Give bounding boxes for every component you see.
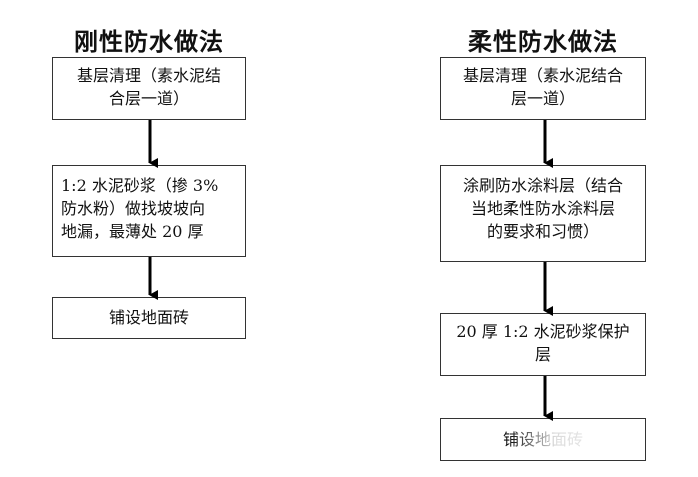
right-step-3: 20 厚 1:2 水泥砂浆保护 层 [440, 313, 646, 376]
right-step-2-line-2: 当地柔性防水涂料层 [470, 199, 615, 218]
left-step-1: 基层清理（素水泥结 合层一道） [52, 57, 246, 120]
left-step-2-line-2: 防水粉）做找坡坡向 [61, 199, 206, 218]
left-step-2-line-1: 1:2 水泥砂浆（掺 3% [61, 176, 219, 195]
left-step-3: 铺设地面砖 [52, 297, 246, 339]
right-step-2-line-3: 的要求和习惯） [486, 222, 599, 241]
left-step-2: 1:2 水泥砂浆（掺 3% 防水粉）做找坡坡向 地漏，最薄处 20 厚 [52, 165, 246, 257]
right-step-1-line-2: 层一道） [510, 89, 575, 108]
right-step-3-line-2: 层 [534, 345, 551, 364]
left-flow-title: 刚性防水做法 [74, 27, 224, 56]
watermark-fade [510, 424, 640, 458]
left-step-1-line-1: 基层清理（素水泥结 [76, 66, 221, 85]
left-step-1-line-2: 合层一道） [108, 89, 189, 108]
right-step-2-line-1: 涂刷防水涂料层（结合 [462, 176, 623, 195]
left-step-2-line-3: 地漏，最薄处 20 厚 [61, 222, 204, 241]
left-step-3-line-1: 铺设地面砖 [108, 308, 189, 327]
right-step-1: 基层清理（素水泥结合 层一道） [440, 57, 646, 120]
right-step-1-line-1: 基层清理（素水泥结合 [462, 66, 623, 85]
right-flow-title: 柔性防水做法 [468, 27, 618, 56]
right-step-2: 涂刷防水涂料层（结合 当地柔性防水涂料层 的要求和习惯） [440, 165, 646, 262]
right-step-3-line-1: 20 厚 1:2 水泥砂浆保护 [456, 322, 630, 341]
